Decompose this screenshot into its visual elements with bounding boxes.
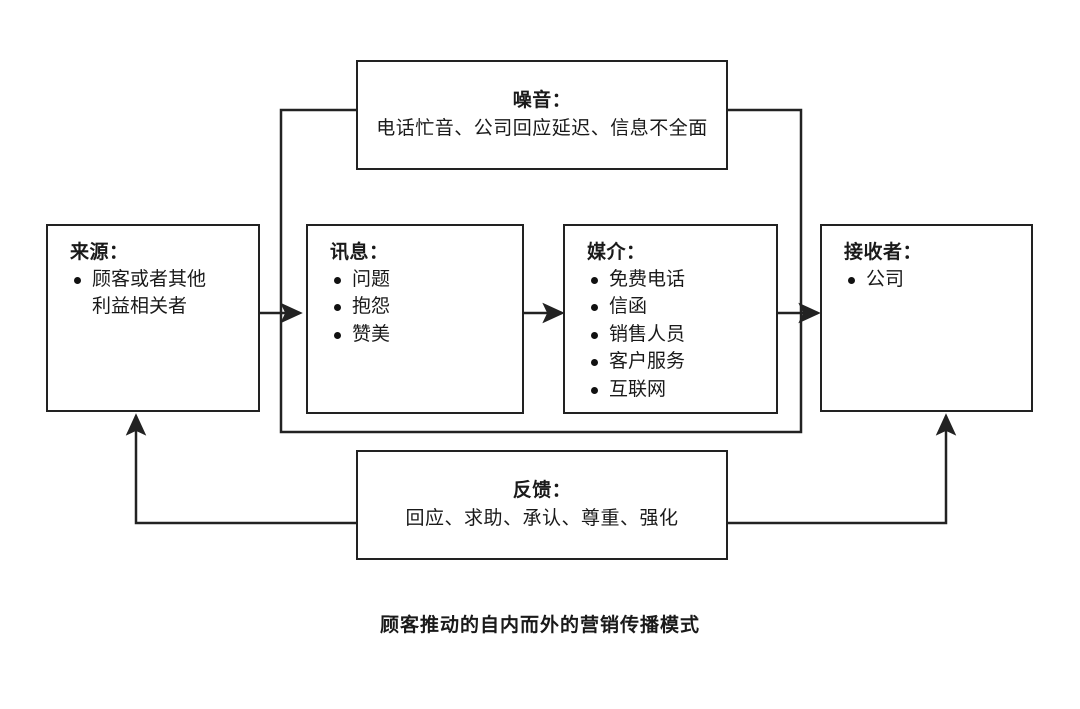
arrow-feedback-to-source [125, 413, 356, 525]
noise-box: 噪音： 电话忙音、公司回应延迟、信息不全面 [356, 60, 728, 170]
list-item: 信函 [587, 293, 760, 321]
list-item: 公司 [844, 266, 1015, 294]
feedback-box: 反馈： 回应、求助、承认、尊重、强化 [356, 450, 728, 560]
media-list: 免费电话 信函 销售人员 客户服务 互联网 [587, 266, 760, 404]
list-item: 客户服务 [587, 348, 760, 376]
message-box: 讯息： 问题 抱怨 赞美 [306, 224, 524, 414]
list-item: 抱怨 [330, 293, 506, 321]
source-list: 顾客或者其他 利益相关者 [70, 266, 242, 321]
receiver-list: 公司 [844, 266, 1015, 294]
list-item: 销售人员 [587, 321, 760, 349]
feedback-title: 反馈： [512, 479, 572, 501]
list-item: 互联网 [587, 376, 760, 404]
arrow-receiver-to-feedback [728, 413, 957, 525]
receiver-title: 接收者： [844, 242, 923, 263]
receiver-box: 接收者： 公司 [820, 224, 1033, 412]
message-title: 讯息： [330, 242, 389, 263]
list-item: 赞美 [330, 321, 506, 349]
noise-body: 电话忙音、公司回应延迟、信息不全面 [376, 117, 708, 139]
feedback-body: 回应、求助、承认、尊重、强化 [405, 507, 679, 529]
diagram-caption: 顾客推动的自内而外的营销传播模式 [379, 615, 700, 636]
media-title: 媒介： [587, 242, 646, 263]
message-list: 问题 抱怨 赞美 [330, 266, 506, 349]
noise-title: 噪音： [512, 89, 572, 111]
source-title: 来源： [70, 242, 129, 263]
list-item: 问题 [330, 266, 506, 294]
noise-enclosure-path [279, 108, 803, 434]
list-item: 免费电话 [587, 266, 760, 294]
list-item: 顾客或者其他 利益相关者 [70, 266, 242, 321]
media-box: 媒介： 免费电话 信函 销售人员 客户服务 互联网 [563, 224, 778, 414]
source-box: 来源： 顾客或者其他 利益相关者 [46, 224, 260, 412]
